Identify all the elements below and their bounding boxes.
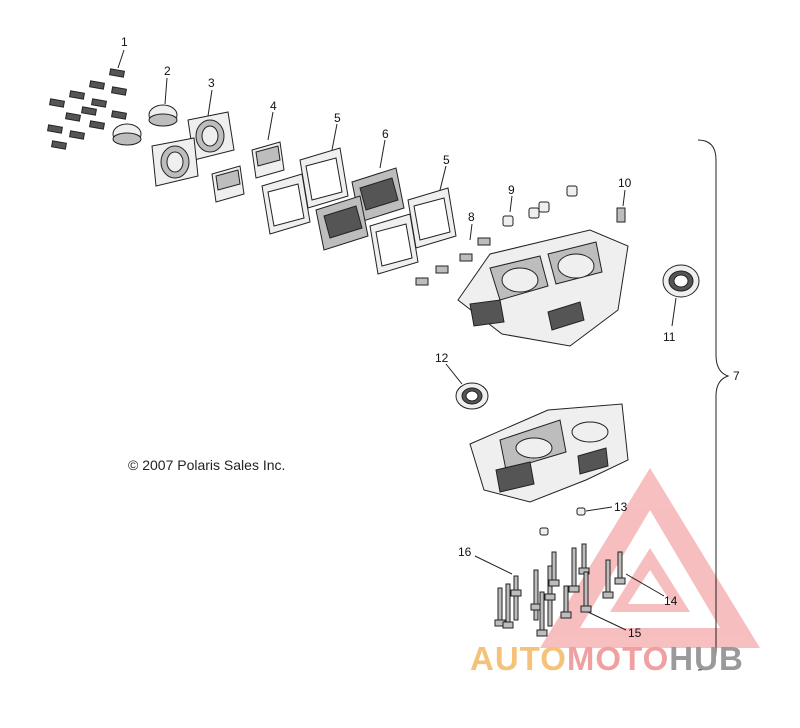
reed-spacer <box>211 111 285 203</box>
callout-1: 1 <box>121 35 128 49</box>
bolt-group <box>47 49 127 150</box>
callout-12: 12 <box>435 351 449 365</box>
callout-4: 4 <box>270 99 277 113</box>
watermark-moto: MOTO <box>567 640 669 677</box>
callout-5-right: 5 <box>443 153 450 167</box>
callout-9: 9 <box>508 183 515 197</box>
callout-5-left: 5 <box>334 111 341 125</box>
callout-3: 3 <box>208 76 215 90</box>
watermark-hub: HUB <box>669 640 744 677</box>
callout-10: 10 <box>618 176 632 190</box>
callout-8: 8 <box>468 210 475 224</box>
dowel-pin <box>539 506 613 536</box>
oil-seal-left <box>445 363 489 410</box>
callout-14: 14 <box>664 594 678 608</box>
callout-7: 7 <box>733 369 740 383</box>
assembly-bracket <box>697 139 730 671</box>
callout-15: 15 <box>628 626 642 640</box>
hose-clamp <box>112 77 178 146</box>
gasket-right <box>369 165 457 275</box>
callout-11: 11 <box>663 330 676 344</box>
callout-2: 2 <box>164 64 171 78</box>
plug-group <box>502 185 578 227</box>
case-bolt-group <box>474 543 665 637</box>
callout-16: 16 <box>458 545 472 559</box>
watermark-text: AUTOMOTOHUB <box>470 640 744 677</box>
svg-text:AUTOMOTOHUB: AUTOMOTOHUB <box>470 640 744 677</box>
oil-seal-right <box>662 264 700 327</box>
copyright-notice: © 2007 Polaris Sales Inc. <box>128 457 285 473</box>
watermark-auto: AUTO <box>470 640 567 677</box>
lower-crankcase <box>469 403 629 503</box>
callout-6: 6 <box>382 127 389 141</box>
callout-13: 13 <box>614 500 628 514</box>
bleed-screw <box>616 189 626 223</box>
gasket-left <box>261 123 349 235</box>
fitting-group <box>415 223 491 286</box>
callout-labels: 1 2 3 4 5 6 5 9 10 8 11 7 12 13 16 14 15 <box>121 35 740 640</box>
watermark-logo <box>540 468 760 648</box>
intake-flange <box>151 89 235 187</box>
reed-valve <box>315 139 405 251</box>
upper-crankcase <box>457 229 629 347</box>
